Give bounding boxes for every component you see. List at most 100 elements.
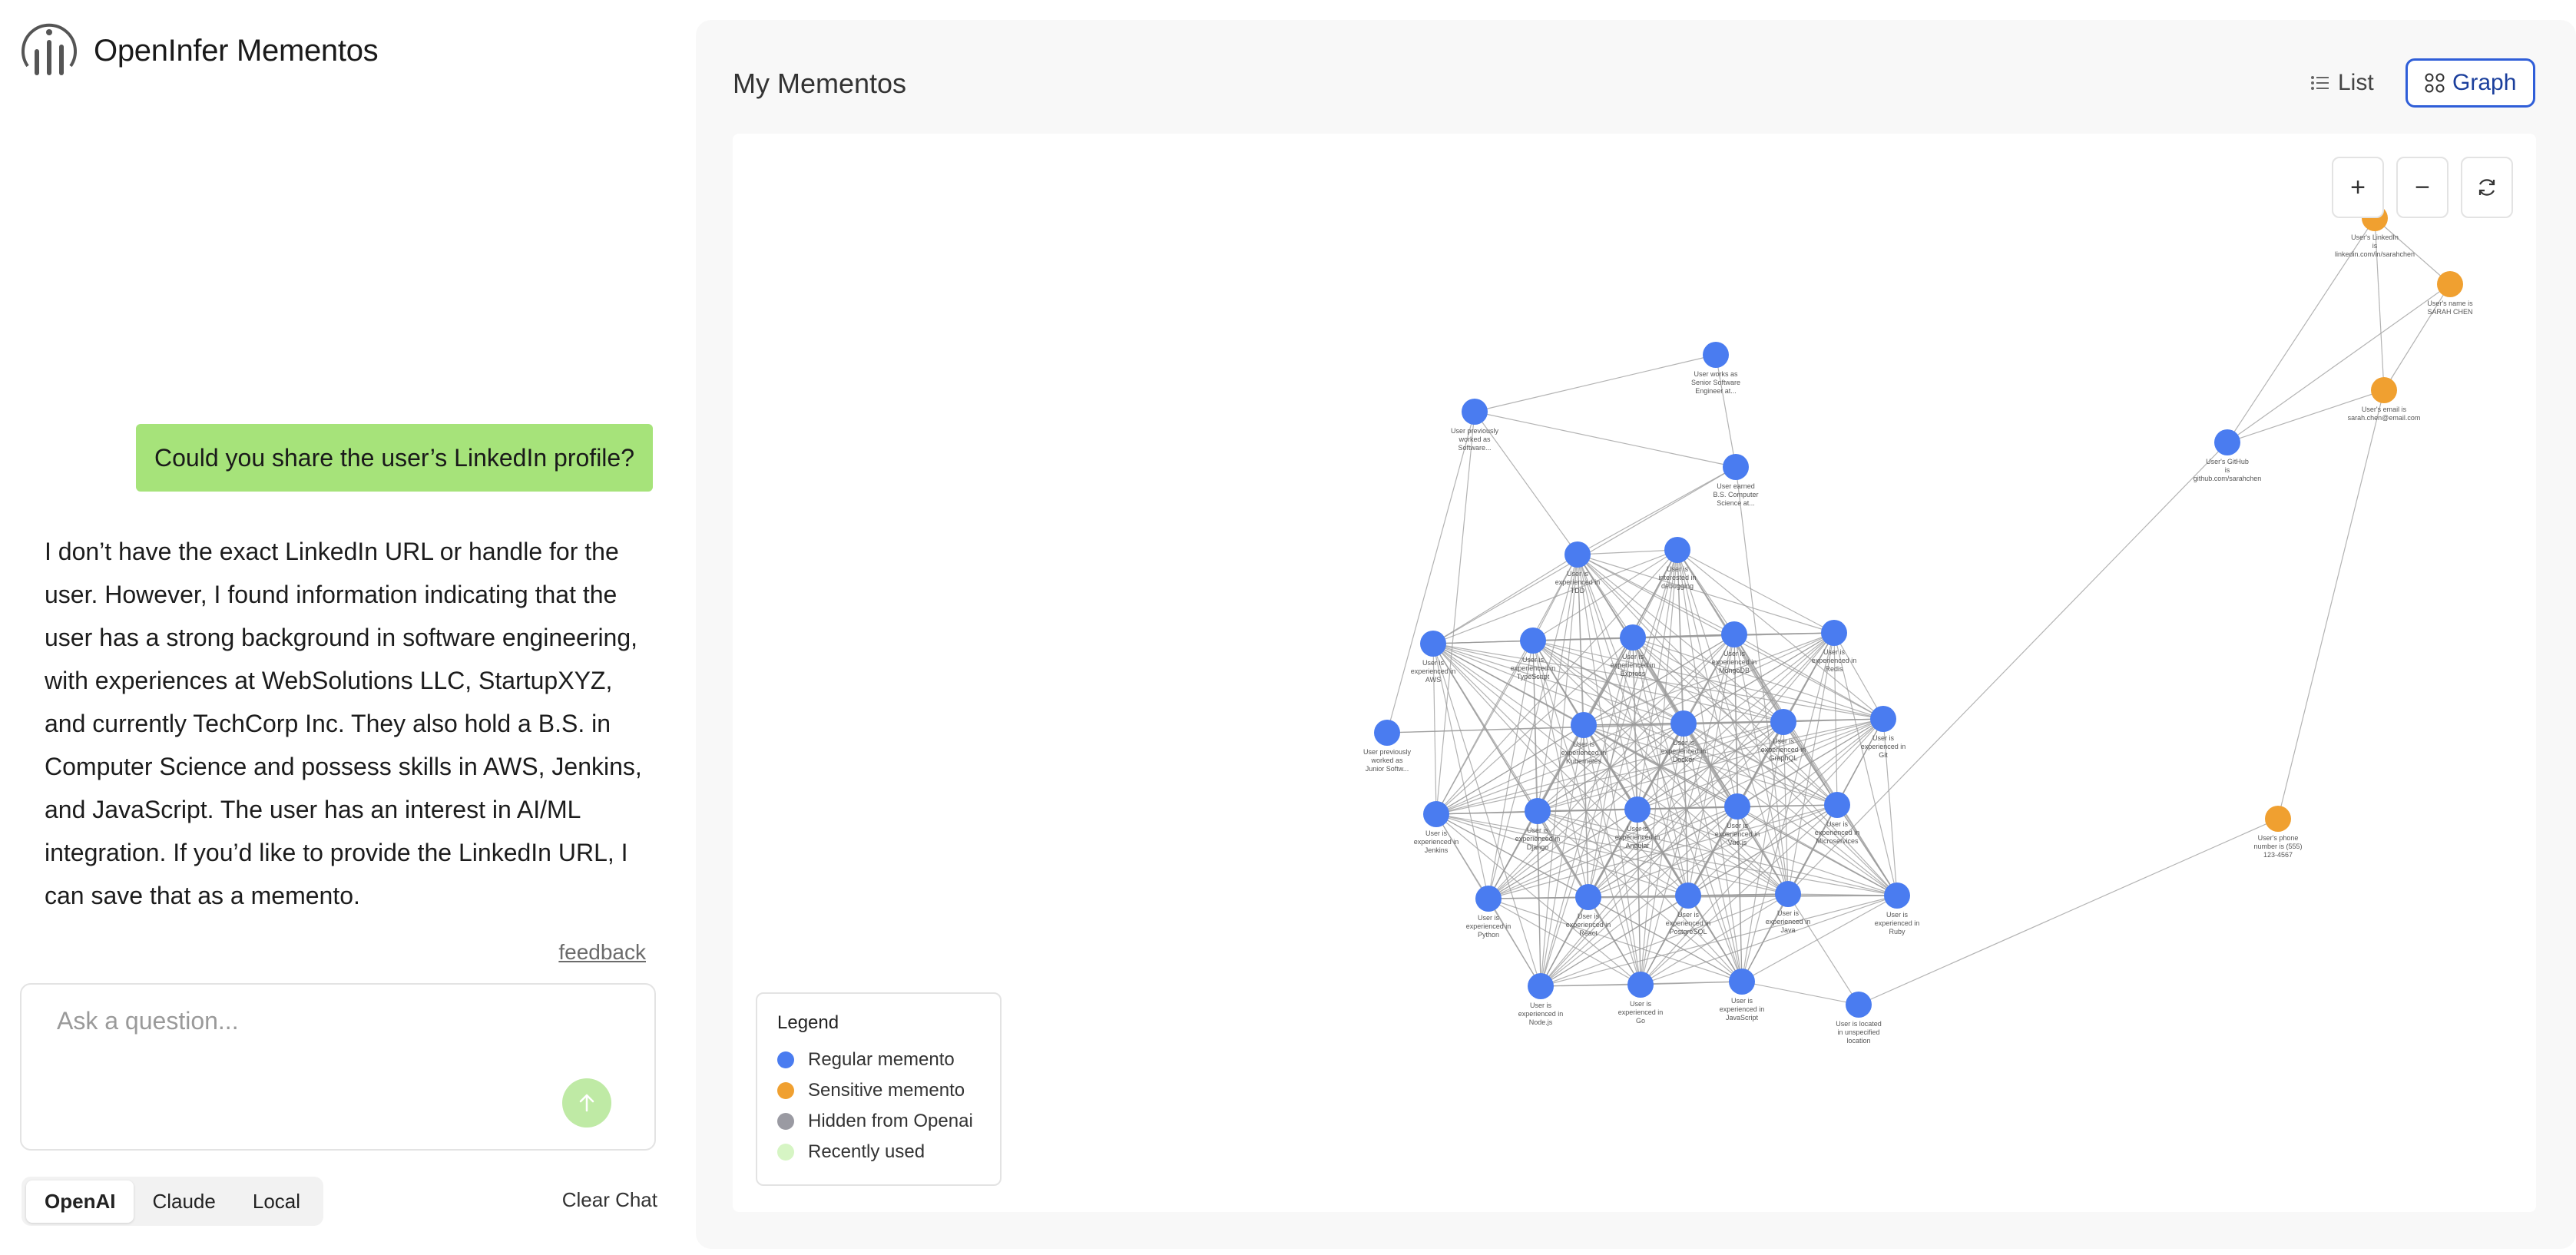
graph-edge <box>1386 718 1884 733</box>
model-tab-local[interactable]: Local <box>252 1189 301 1213</box>
graph-edge <box>1540 632 1835 987</box>
graph-node-circle[interactable] <box>2265 806 2291 832</box>
list-view-button[interactable]: List <box>2293 58 2391 108</box>
graph-edge <box>2227 283 2451 443</box>
graph-node-circle[interactable] <box>1884 882 1910 909</box>
graph-node-circle[interactable] <box>1525 798 1551 824</box>
graph-node-circle[interactable] <box>1664 537 1690 563</box>
graph-edge <box>1435 723 1684 815</box>
chat-input-box <box>20 983 656 1151</box>
zoom-in-button[interactable]: + <box>2332 157 2384 218</box>
graph-node-circle[interactable] <box>1575 884 1601 910</box>
graph-node-circle[interactable] <box>1821 620 1847 646</box>
graph-edges <box>1386 217 2451 1005</box>
graph-edge <box>1435 724 1584 815</box>
graph-edge <box>1435 813 1641 985</box>
graph-node-circle[interactable] <box>1520 628 1546 654</box>
graph-edge <box>1432 643 1489 899</box>
graph-node-circle[interactable] <box>1846 992 1872 1018</box>
graph-node-circle[interactable] <box>1675 882 1701 909</box>
graph-view-button[interactable]: Graph <box>2405 58 2536 108</box>
legend-dot-hidden <box>777 1113 794 1130</box>
graph-node-circle[interactable] <box>1770 709 1796 735</box>
graph-node-circle[interactable] <box>2437 271 2463 297</box>
graph-node-circle[interactable] <box>1475 886 1502 912</box>
graph-node-circle[interactable] <box>1620 624 1646 651</box>
graph-node-circle[interactable] <box>1775 881 1801 907</box>
zoom-out-button[interactable]: − <box>2396 157 2449 218</box>
graph-node-circle[interactable] <box>1729 969 1755 995</box>
model-tab-claude[interactable]: Claude <box>152 1189 216 1213</box>
graph-edge <box>1432 643 1437 815</box>
graph-edge <box>1435 718 1884 815</box>
chat-input[interactable] <box>55 1006 596 1036</box>
reset-view-button[interactable] <box>2461 157 2513 218</box>
graph-node-circle[interactable] <box>1670 710 1697 737</box>
graph-edge <box>1577 554 1735 635</box>
clear-chat-button[interactable]: Clear Chat <box>561 1188 657 1211</box>
graph-node-circle[interactable] <box>1624 796 1651 823</box>
model-tab-openai[interactable]: OpenAI <box>26 1180 134 1223</box>
graph-node-circle[interactable] <box>1462 399 1488 425</box>
graph-node-circle[interactable] <box>1420 631 1446 657</box>
graph-node-circle[interactable] <box>1627 972 1654 998</box>
graph-node-circle[interactable] <box>2371 377 2397 403</box>
graph-node-circle[interactable] <box>1721 621 1747 647</box>
send-button[interactable] <box>562 1078 611 1128</box>
graph-node-circle[interactable] <box>1564 541 1591 568</box>
graph-edge <box>1733 632 1835 635</box>
feedback-link[interactable]: feedback <box>558 940 646 964</box>
graph-node-circle[interactable] <box>1528 973 1554 999</box>
graph-node-circle[interactable] <box>1824 792 1850 818</box>
graph-node-circle[interactable] <box>1723 454 1749 480</box>
graph-node-circle[interactable] <box>1703 342 1729 368</box>
graph-node-circle[interactable] <box>1423 801 1449 827</box>
graph-node-circle[interactable] <box>1374 720 1400 746</box>
graph-node-circle[interactable] <box>1870 706 1896 732</box>
graph-node-circle[interactable] <box>2214 429 2240 455</box>
graph-node-circle[interactable] <box>1724 793 1750 820</box>
graph-node-circle[interactable] <box>1571 712 1597 738</box>
